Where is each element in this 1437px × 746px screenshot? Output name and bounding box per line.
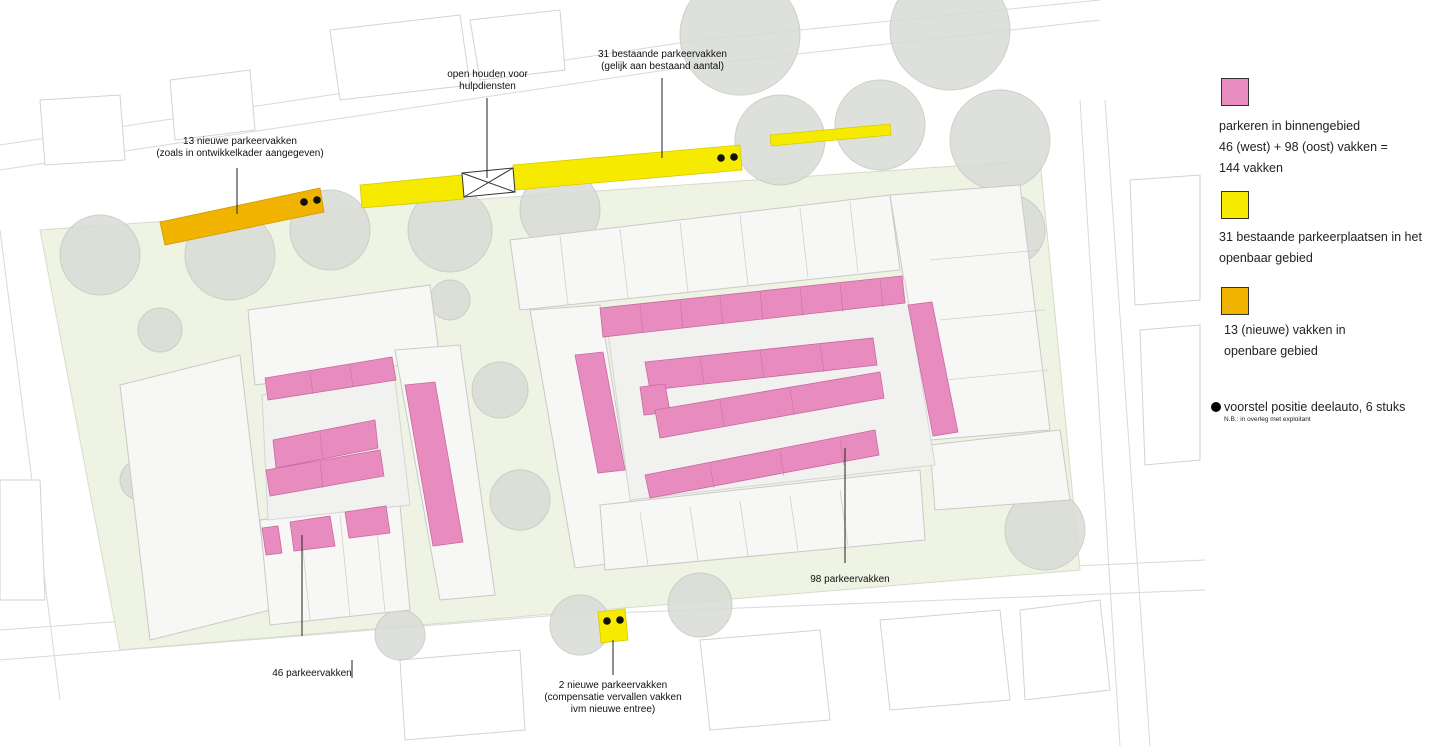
- label-emergency-access: open houden voor hulpdiensten: [430, 69, 545, 93]
- label-new-2-line3: ivm nieuwe entree): [570, 704, 656, 715]
- label-existing-31-line2: (gelijk aan bestaand aantal): [601, 61, 724, 72]
- shared-car-dots: [300, 153, 738, 625]
- legend-yellow-line1: 31 bestaande parkeerplaatsen in het: [1219, 230, 1422, 244]
- label-existing-31-line1: 31 bestaande parkeervakken: [598, 49, 727, 60]
- label-emergency-line1: open houden voor: [447, 69, 528, 80]
- emergency-access-box: [461, 167, 516, 198]
- parking-existing-public: [359, 123, 892, 209]
- label-west-46-spaces: 46 parkeervakken: [262, 668, 362, 680]
- legend-yellow-text: 31 bestaande parkeerplaatsen in het open…: [1219, 227, 1422, 269]
- legend-swatch-yellow: [1221, 191, 1249, 219]
- legend-swatch-pink: [1221, 78, 1249, 106]
- label-new-13-line2: (zoals in ontwikkelkader aangegeven): [156, 148, 324, 159]
- label-west-46-line1: 46 parkeervakken: [272, 668, 352, 679]
- label-east-98-line1: 98 parkeervakken: [810, 574, 890, 585]
- parking-stall-lines: [309, 279, 884, 489]
- label-new-2-line1: 2 nieuwe parkeervakken: [558, 680, 668, 691]
- legend-dot-line1: voorstel positie deelauto, 6 stuks: [1224, 400, 1406, 414]
- label-new-13-line1: 13 nieuwe parkeervakken: [183, 136, 297, 147]
- parking-new-public: [159, 187, 325, 246]
- parking-inner-west: [261, 356, 464, 556]
- label-new-2-line2: (compensatie vervallen vakken: [544, 692, 682, 703]
- legend-dot-icon: [1211, 402, 1221, 412]
- legend-pink-text: parkeren in binnengebied 46 (west) + 98 …: [1219, 116, 1388, 179]
- parking-new-south: [597, 608, 629, 644]
- legend-pink-line1: parkeren in binnengebied: [1219, 119, 1361, 133]
- leader-lines: [236, 78, 846, 678]
- label-east-98-spaces: 98 parkeervakken: [800, 574, 900, 586]
- site-plan-map: [0, 0, 1205, 746]
- legend-pink-line3: 144 vakken: [1219, 161, 1283, 175]
- surrounding-buildings: [0, 9, 1201, 741]
- legend-orange-line1: 13 (nieuwe) vakken in: [1224, 323, 1346, 337]
- legend-yellow-line2: openbaar gebied: [1219, 251, 1313, 265]
- label-emergency-line2: hulpdiensten: [459, 81, 516, 92]
- legend-orange-line2: openbare gebied: [1224, 344, 1318, 358]
- legend-orange-text: 13 (nieuwe) vakken in openbare gebied: [1224, 320, 1346, 362]
- label-new-2-spaces: 2 nieuwe parkeervakken (compensatie verv…: [533, 680, 693, 716]
- label-existing-31-spaces: 31 bestaande parkeervakken (gelijk aan b…: [580, 49, 745, 73]
- legend-pink-line2: 46 (west) + 98 (oost) vakken =: [1219, 140, 1388, 154]
- label-new-13-spaces: 13 nieuwe parkeervakken (zoals in ontwik…: [150, 136, 330, 160]
- legend-dot-note: N.B.: in overleg met exploitant: [1224, 416, 1311, 423]
- legend-dot-text: voorstel positie deelauto, 6 stuks: [1224, 397, 1405, 418]
- legend-swatch-orange: [1221, 287, 1249, 315]
